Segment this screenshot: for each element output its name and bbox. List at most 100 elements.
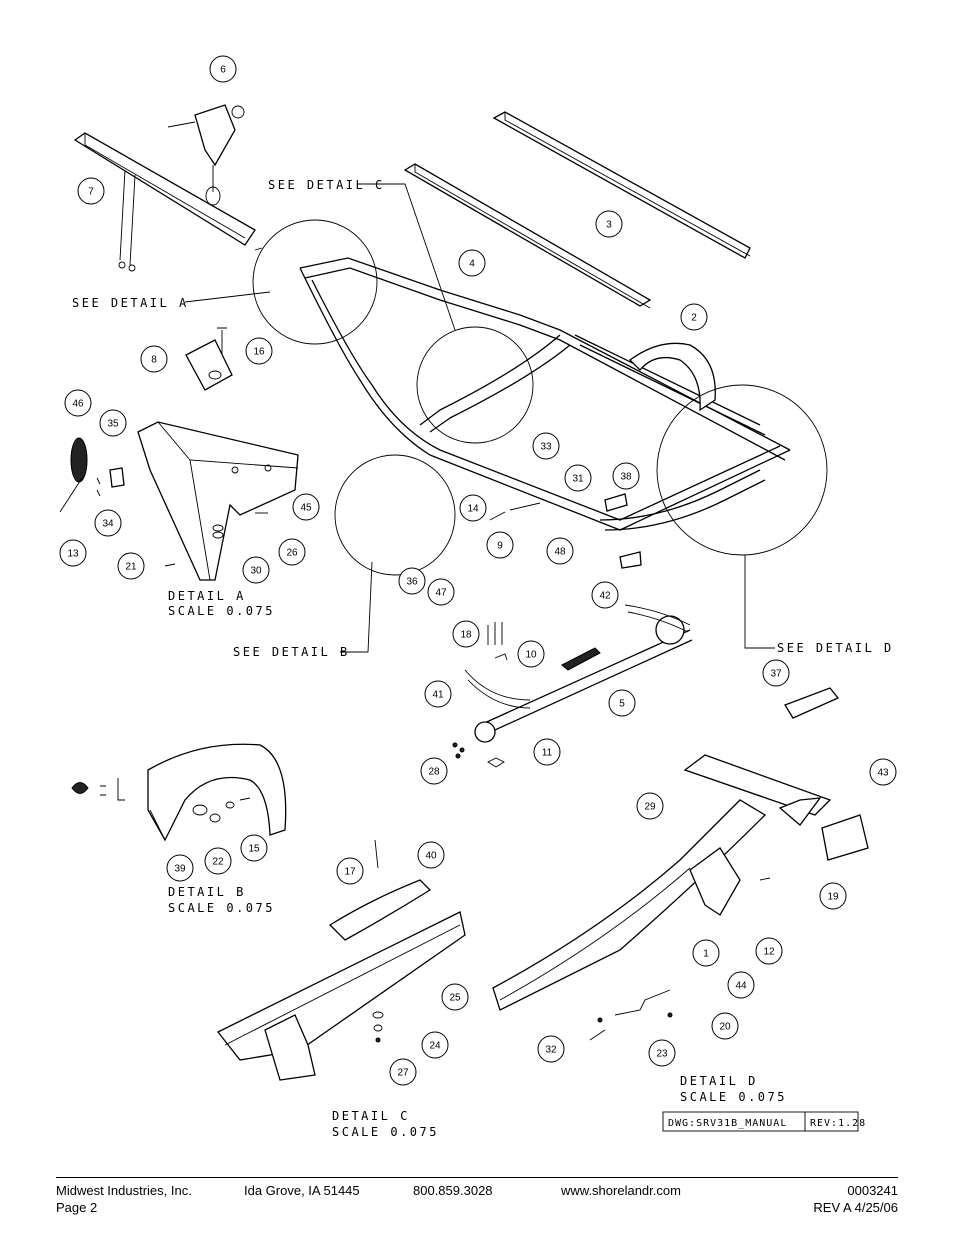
detail-d-title: DETAIL D (680, 1074, 758, 1088)
callout-circle (420, 757, 448, 785)
detail-c-title: DETAIL C (332, 1109, 410, 1123)
callout-circle (819, 882, 847, 910)
part-callout-7: 7 (77, 177, 105, 205)
footer-city: Ida Grove, IA 51445 (244, 1183, 360, 1198)
callout-circle (727, 971, 755, 999)
see-detail-a-label: SEE DETAIL A (72, 296, 189, 310)
footer-page-number: Page 2 (56, 1200, 98, 1215)
part-callout-2: 2 (680, 303, 708, 331)
callout-number: 17 (344, 867, 356, 878)
callout-circle (99, 409, 127, 437)
part-callout-33: 33 (532, 432, 560, 460)
part-callout-5: 5 (608, 689, 636, 717)
callout-circle (533, 738, 561, 766)
callout-circle (389, 1058, 417, 1086)
part-callout-8: 8 (140, 345, 168, 373)
part-callout-15: 15 (240, 834, 268, 862)
callout-circle (517, 640, 545, 668)
callout-number: 34 (102, 519, 114, 530)
callout-number: 38 (620, 472, 632, 483)
callout-circle (458, 249, 486, 277)
part-callout-18: 18 (452, 620, 480, 648)
callout-number: 11 (542, 748, 553, 759)
drawing-number: DWG:SRV31B_MANUAL (668, 1118, 787, 1129)
detail-a-scale: SCALE 0.075 (168, 604, 275, 618)
callout-circle (398, 567, 426, 595)
winch (167, 104, 245, 206)
part-callout-28: 28 (420, 757, 448, 785)
detail-b-title: DETAIL B (168, 885, 246, 899)
callout-circle (166, 854, 194, 882)
callout-number: 26 (286, 548, 298, 559)
bunk-boards (403, 111, 751, 309)
part-callout-47: 47 (427, 578, 455, 606)
callout-number: 19 (827, 892, 839, 903)
detail-c-view (216, 839, 466, 1081)
part-callout-19: 19 (819, 882, 847, 910)
callout-circle (762, 659, 790, 687)
footer-company: Midwest Industries, Inc. (56, 1183, 192, 1198)
detail-b-view (71, 743, 287, 842)
callout-number: 27 (397, 1068, 409, 1079)
part-callout-44: 44 (727, 971, 755, 999)
callout-circle (117, 552, 145, 580)
part-callout-24: 24 (421, 1031, 449, 1059)
callout-number: 41 (432, 690, 444, 701)
callout-number: 42 (599, 591, 611, 602)
callout-number: 20 (719, 1022, 731, 1033)
callout-circle (711, 1012, 739, 1040)
part-callout-42: 42 (591, 581, 619, 609)
callout-circle (278, 538, 306, 566)
footer-website[interactable]: www.shorelandr.com (561, 1183, 681, 1198)
part-callout-25: 25 (441, 983, 469, 1011)
callout-circle (452, 620, 480, 648)
callout-circle (427, 578, 455, 606)
part-callout-9: 9 (486, 531, 514, 559)
callout-number: 35 (107, 419, 119, 430)
detail-a-view (137, 421, 299, 581)
part-callout-35: 35 (99, 409, 127, 437)
callout-number: 8 (151, 355, 157, 366)
callout-number: 16 (253, 347, 265, 358)
callout-number: 24 (429, 1041, 441, 1052)
fender (629, 342, 716, 412)
callout-circle (546, 537, 574, 565)
part-callout-34: 34 (94, 509, 122, 537)
callout-number: 4 (469, 259, 475, 270)
callout-number: 37 (770, 669, 782, 680)
callout-number: 25 (449, 993, 461, 1004)
view-labels: SEE DETAIL A SEE DETAIL C SEE DETAIL B S… (72, 178, 894, 1139)
callout-circle (441, 983, 469, 1011)
callout-number: 44 (735, 981, 747, 992)
part-callout-6: 6 (209, 55, 237, 83)
callout-number: 2 (691, 313, 697, 324)
callout-number: 45 (300, 503, 312, 514)
callout-circle (564, 464, 592, 492)
callout-circle (680, 303, 708, 331)
part-callout-11: 11 (533, 738, 561, 766)
footer-phone: 800.859.3028 (413, 1183, 493, 1198)
part-callout-16: 16 (245, 337, 273, 365)
callout-circle (612, 462, 640, 490)
callout-circle (636, 792, 664, 820)
trailer-frame (299, 257, 791, 531)
part-callout-38: 38 (612, 462, 640, 490)
detail-d-view (492, 754, 832, 1041)
part-callout-45: 45 (292, 493, 320, 521)
part-callout-21: 21 (117, 552, 145, 580)
drawing-revision: REV:1.28 (810, 1118, 866, 1129)
part-callout-26: 26 (278, 538, 306, 566)
callout-number: 5 (619, 699, 625, 710)
callout-circle (648, 1039, 676, 1067)
see-detail-d-label: SEE DETAIL D (777, 641, 894, 655)
title-block: DWG:SRV31B_MANUAL REV:1.28 (662, 1111, 866, 1132)
callout-number: 3 (606, 220, 612, 231)
part-callout-29: 29 (636, 792, 664, 820)
part-callout-46: 46 (64, 389, 92, 417)
callout-circle (94, 509, 122, 537)
small-parts (59, 327, 869, 861)
callout-number: 31 (572, 474, 584, 485)
callout-number: 10 (525, 650, 537, 661)
detail-d-scale: SCALE 0.075 (680, 1090, 787, 1104)
see-detail-c-label: SEE DETAIL C (268, 178, 385, 192)
